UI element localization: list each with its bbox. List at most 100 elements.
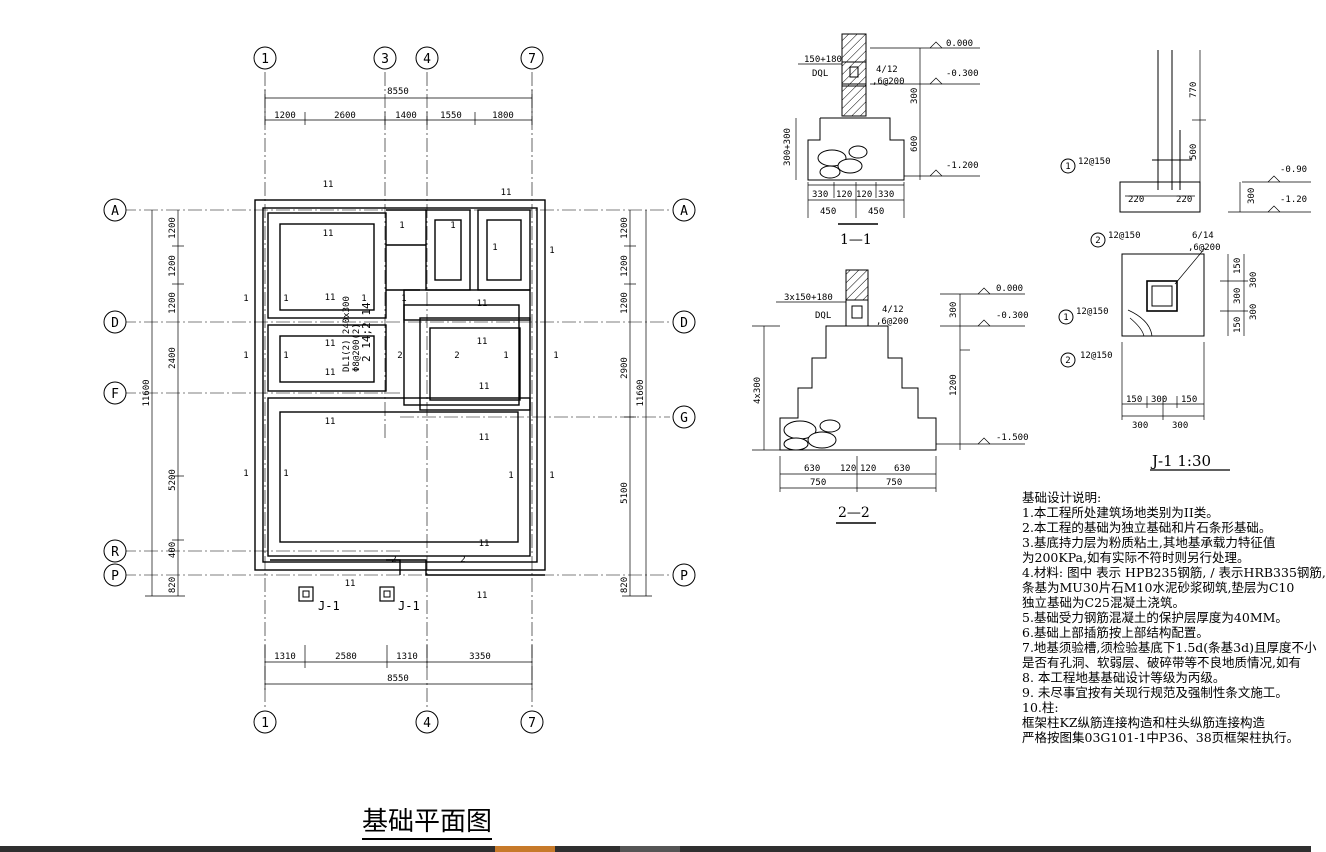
footing-mark: 1 [450,221,455,231]
s11-elev-mid: -0.300 [946,69,979,79]
dim-right-4: 5100 [620,482,630,504]
j1-col-rebar2: ,6@200 [1188,243,1221,253]
axis-left-p: P [111,569,119,584]
note-line: 为200KPa,如有实际不符时则另行处理。 [1022,550,1250,565]
j1-title: J-1 1:30 [1150,452,1211,470]
footing-mark: 2 [454,351,459,361]
s11-elev-bot: -1.200 [946,161,979,171]
dim-top-1: 2600 [334,111,356,121]
bar-highlight [495,846,555,852]
axis-top-1: 1 [261,52,269,67]
j1-dim-500: 500 [1189,144,1199,160]
footing-mark: 1 [243,469,248,479]
dim-right-2: 1200 [620,292,630,314]
s22-elev-mid: -0.300 [996,311,1029,321]
footing-mark: 1 [553,351,558,361]
footing-mark: 11 [501,188,512,198]
footing-mark: 2 [397,351,402,361]
dim-bottom-2: 1310 [396,652,418,662]
s22-dim-b3: 630 [894,464,910,474]
plan-title: 基础平面图 [362,806,493,840]
dim-left-4: 5200 [168,469,178,491]
note-line: 9. 未尽事宜按有关现行规范及强制性条文施工。 [1022,685,1288,700]
j1-dim-300: 300 [1247,188,1257,204]
j1-mark-2b: 2 [1065,356,1070,366]
axis-left-r: R [111,545,119,560]
dim-left-3: 2400 [168,347,178,369]
footing-mark: 11 [345,579,356,589]
s11-dim-b1: 120 [836,190,852,200]
dim-left-6: 820 [168,577,178,593]
s22-width-top: 3x150+180 [784,293,833,303]
axis-right-a: A [680,204,688,219]
dim-right-5: 820 [620,577,630,593]
note-line: 7.地基须验槽,须检验基底下1.5d(条基3d)且厚度不小 [1022,640,1317,655]
j1-dim-220a: 220 [1128,195,1144,205]
s22-dim-b1: 120 [840,464,856,474]
s11-dim-300: 300 [910,88,920,104]
s22-dim-b5: 750 [886,478,902,488]
footing-mark: 1 [503,351,508,361]
dim-right-1: 1200 [620,255,630,277]
dim-bottom-3: 3350 [469,652,491,662]
dim-right-total: 11600 [636,379,646,406]
footing-mark: 11 [325,293,336,303]
footing-mark: 11 [325,368,336,378]
axis-left-a: A [111,204,119,219]
s11-dim-b0: 330 [812,190,828,200]
axis-bottom-7: 7 [528,716,536,731]
j1-bot2-0: 300 [1132,421,1148,431]
s11-rebar1: 4/12 [876,65,898,75]
j1-side2-0: 300 [1249,272,1259,288]
s22-dim-b4: 750 [810,478,826,488]
s22-title: 2—2 [838,505,870,521]
j1-rebar-d: 12@150 [1080,351,1113,361]
axis-right-g: G [680,411,688,426]
dim-top-3: 1550 [440,111,462,121]
s11-dql: DQL [812,69,828,79]
s11-dim-b5: 450 [868,207,884,217]
j1-elev2: -1.20 [1280,195,1307,205]
s22-rebar1: 4/12 [882,305,904,315]
bottom-status-bar [0,846,1311,852]
j1-elev1: -0.90 [1280,165,1307,175]
dim-bottom-1: 2580 [335,652,357,662]
footing-mark: 11 [325,339,336,349]
dim-left-5: 400 [168,542,178,558]
dim-right-0: 1200 [620,217,630,239]
axis-left-f: F [111,387,119,402]
s22-dim-b2: 120 [860,464,876,474]
footing-mark: 1 [401,294,406,304]
dim-top-4: 1800 [492,111,514,121]
j1-rebar-b: 12@150 [1108,231,1141,241]
footing-mark: 11 [479,433,490,443]
j1-bot-1: 300 [1151,395,1167,405]
axis-right-d: D [680,316,688,331]
footing-mark: 1 [283,351,288,361]
s22-dim-300: 300 [949,302,959,318]
footing-mark: 1 [283,294,288,304]
j1-bot2-1: 300 [1172,421,1188,431]
footing-mark: 11 [323,180,334,190]
s22-dim-b0: 630 [804,464,820,474]
note-line: 6.基础上部插筋按上部结构配置。 [1022,625,1209,640]
footing-mark: 1 [549,246,554,256]
footing-mark: 11 [477,299,488,309]
s11-dim-left: 300+300 [783,128,793,166]
axis-top-3: 3 [381,52,389,67]
dim-bottom-0: 1310 [274,652,296,662]
footing-mark: 1 [549,471,554,481]
note-line: 5.基础受力钢筋混凝土的保护层厚度为40MM。 [1022,610,1288,625]
j1-side2-1: 300 [1249,304,1259,320]
j1-side-0: 150 [1233,258,1243,274]
note-line: 10.柱: [1022,700,1059,715]
j1-label: J-1 [318,599,340,613]
dim-right-3: 2900 [620,357,630,379]
j1-dim-770: 770 [1189,82,1199,98]
j1-mark-1: 1 [1065,162,1070,172]
s11-dim-b2: 120 [856,190,872,200]
note-line: 2.本工程的基础为独立基础和片石条形基础。 [1022,520,1272,535]
s22-elev-bot: -1.500 [996,433,1029,443]
note-line: 1.本工程所处建筑场地类别为II类。 [1022,505,1219,520]
